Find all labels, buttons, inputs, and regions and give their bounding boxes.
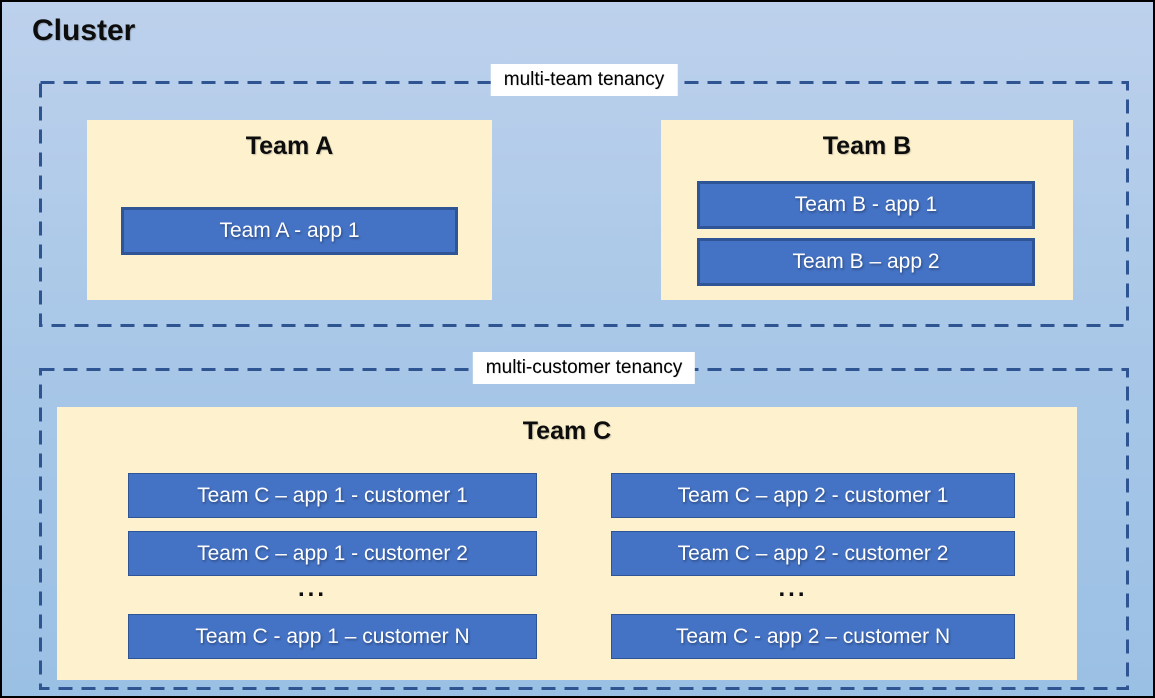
team-c-app1-customer1-box: Team C – app 1 - customer 1 bbox=[128, 473, 537, 518]
team-b-title: Team B bbox=[822, 132, 912, 160]
team-c-app2-customerN-box: Team C - app 2 – customer N bbox=[611, 614, 1015, 659]
multi-customer-dashed-border bbox=[39, 368, 1129, 690]
multi-customer-tenancy-label: multi-customer tenancy bbox=[472, 352, 696, 384]
team-c-app1-ellipsis: ... bbox=[297, 575, 327, 602]
team-c-app2-ellipsis: ... bbox=[778, 575, 808, 602]
team-c-app2-column: Team C – app 2 - customer 1 Team C – app… bbox=[611, 407, 1015, 680]
team-a-title: Team A bbox=[245, 132, 334, 160]
team-c-app1-customerN-box: Team C - app 1 – customer N bbox=[128, 614, 537, 659]
team-c-app2-customer1-box: Team C – app 2 - customer 1 bbox=[611, 473, 1015, 518]
team-c-title: Team C bbox=[522, 417, 612, 445]
team-c-app1-customer2-box: Team C – app 1 - customer 2 bbox=[128, 531, 537, 576]
team-b-app-2-box: Team B – app 2 bbox=[697, 238, 1035, 286]
team-c-app2-customer2-box: Team C – app 2 - customer 2 bbox=[611, 531, 1015, 576]
cluster-title: Cluster bbox=[32, 14, 136, 47]
multi-customer-tenancy-section: multi-customer tenancy bbox=[39, 352, 1129, 690]
team-c-app1-column: Team C – app 1 - customer 1 Team C – app… bbox=[128, 407, 537, 680]
multi-team-tenancy-label: multi-team tenancy bbox=[490, 64, 678, 96]
team-b-panel: Team B Team B - app 1 Team B – app 2 bbox=[661, 120, 1073, 300]
team-a-app-1-box: Team A - app 1 bbox=[121, 207, 458, 255]
team-c-panel: Team C Team C – app 1 - customer 1 Team … bbox=[57, 407, 1077, 680]
team-a-panel: Team A Team A - app 1 bbox=[87, 120, 492, 300]
multi-team-tenancy-section: multi-team tenancy bbox=[39, 64, 1129, 327]
multi-team-dashed-border bbox=[39, 81, 1129, 327]
team-b-app-1-box: Team B - app 1 bbox=[697, 181, 1035, 229]
